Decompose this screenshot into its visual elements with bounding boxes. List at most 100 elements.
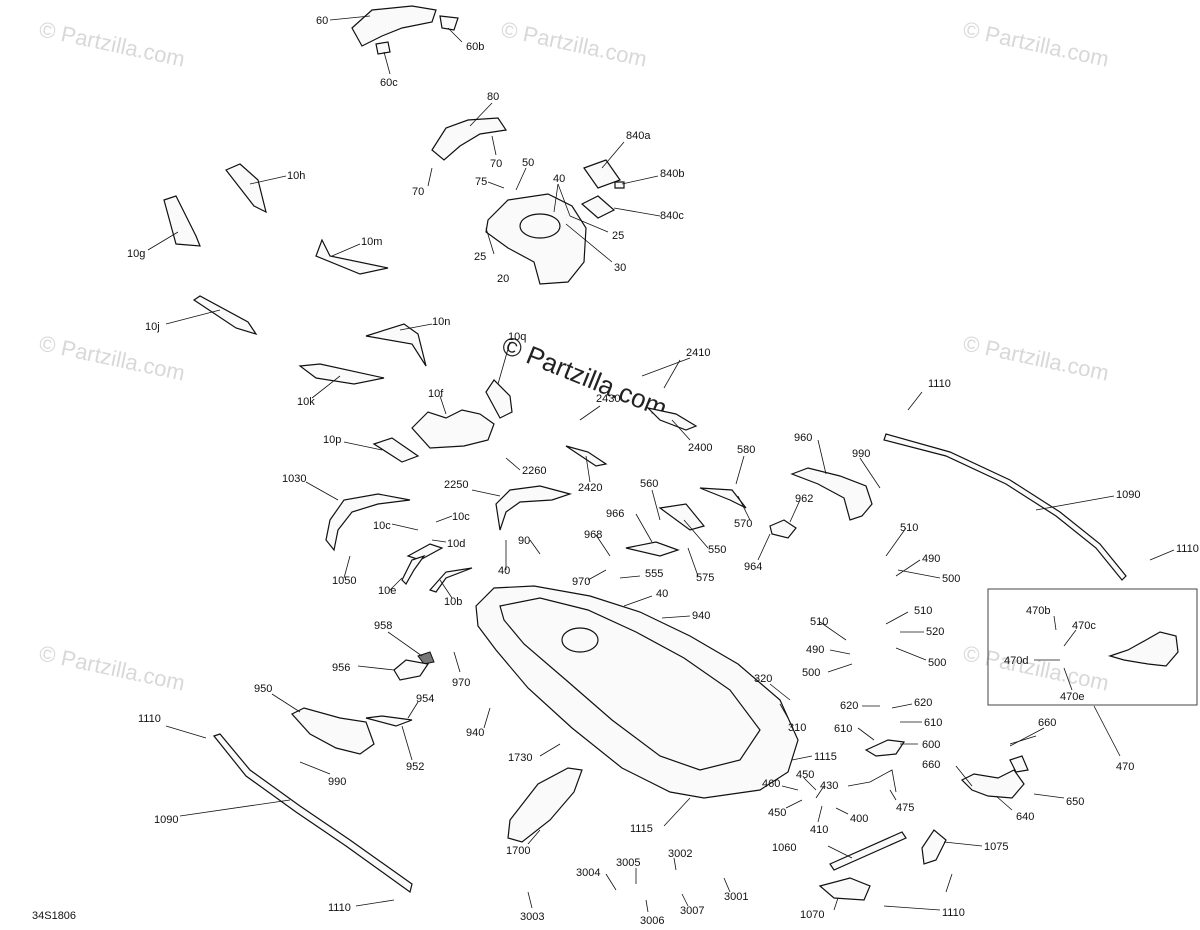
callout-3007[interactable]: 3007 bbox=[680, 905, 704, 917]
callout-610[interactable]: 610 bbox=[834, 723, 852, 735]
callout-10g[interactable]: 10g bbox=[127, 248, 145, 260]
callout-10c[interactable]: 10c bbox=[452, 511, 470, 523]
callout-962[interactable]: 962 bbox=[795, 493, 813, 505]
callout-960[interactable]: 960 bbox=[794, 432, 812, 444]
callout-3005[interactable]: 3005 bbox=[616, 857, 640, 869]
callout-80[interactable]: 80 bbox=[487, 91, 499, 103]
callout-510[interactable]: 510 bbox=[914, 605, 932, 617]
callout-956[interactable]: 956 bbox=[332, 662, 350, 674]
part-640-cap[interactable] bbox=[1009, 755, 1029, 773]
callout-840c[interactable]: 840c bbox=[660, 210, 684, 222]
callout-510[interactable]: 510 bbox=[900, 522, 918, 534]
callout-840a[interactable]: 840a bbox=[626, 130, 651, 142]
callout-620[interactable]: 620 bbox=[840, 700, 858, 712]
part-1030-side-panel[interactable] bbox=[325, 493, 411, 552]
callout-970[interactable]: 970 bbox=[452, 677, 470, 689]
callout-2260[interactable]: 2260 bbox=[522, 465, 546, 477]
callout-10h[interactable]: 10h bbox=[287, 170, 305, 182]
callout-640[interactable]: 640 bbox=[1016, 811, 1034, 823]
callout-60[interactable]: 60 bbox=[316, 15, 328, 27]
callout-1730[interactable]: 1730 bbox=[508, 752, 532, 764]
callout-310[interactable]: 310 bbox=[788, 722, 806, 734]
callout-3003[interactable]: 3003 bbox=[520, 911, 544, 923]
part-1070-corner[interactable] bbox=[818, 877, 871, 901]
callout-10n[interactable]: 10n bbox=[432, 316, 450, 328]
callout-10c[interactable]: 10c bbox=[373, 520, 391, 532]
part-966-trim[interactable] bbox=[625, 541, 680, 557]
part-560-trim[interactable] bbox=[658, 503, 706, 531]
callout-970[interactable]: 970 bbox=[572, 576, 590, 588]
callout-575[interactable]: 575 bbox=[696, 572, 714, 584]
part-80-console-frame[interactable] bbox=[431, 117, 508, 161]
callout-40[interactable]: 40 bbox=[656, 588, 668, 600]
callout-450[interactable]: 450 bbox=[768, 807, 786, 819]
callout-475[interactable]: 475 bbox=[896, 802, 914, 814]
callout-40[interactable]: 40 bbox=[498, 565, 510, 577]
callout-1070[interactable]: 1070 bbox=[800, 909, 824, 921]
part-1075-corner[interactable] bbox=[921, 829, 947, 865]
part-600-bracket[interactable] bbox=[864, 739, 906, 757]
callout-10k[interactable]: 10k bbox=[297, 396, 315, 408]
callout-1115[interactable]: 1115 bbox=[630, 823, 653, 835]
callout-470d[interactable]: 470d bbox=[1004, 655, 1028, 667]
part-10m-decal[interactable] bbox=[315, 238, 389, 275]
callout-990[interactable]: 990 bbox=[852, 448, 870, 460]
callout-954[interactable]: 954 bbox=[416, 693, 434, 705]
part-10j-decal[interactable] bbox=[192, 295, 258, 336]
callout-1115[interactable]: 1115 bbox=[814, 751, 837, 763]
callout-10d[interactable]: 10d bbox=[447, 538, 465, 550]
callout-2430[interactable]: 2430 bbox=[596, 393, 620, 405]
part-1060-strip[interactable] bbox=[829, 831, 907, 871]
part-1090-rubstrip-right[interactable] bbox=[883, 433, 1127, 581]
callout-2250[interactable]: 2250 bbox=[444, 479, 468, 491]
callout-1110[interactable]: 1110 bbox=[138, 713, 161, 725]
callout-40[interactable]: 40 bbox=[553, 173, 565, 185]
callout-500[interactable]: 500 bbox=[802, 667, 820, 679]
callout-10f[interactable]: 10f bbox=[428, 388, 444, 400]
callout-25[interactable]: 25 bbox=[612, 230, 624, 242]
callout-50[interactable]: 50 bbox=[522, 157, 534, 169]
callout-600[interactable]: 600 bbox=[922, 739, 940, 751]
callout-70[interactable]: 70 bbox=[490, 158, 502, 170]
callout-450[interactable]: 450 bbox=[796, 769, 814, 781]
callout-3006[interactable]: 3006 bbox=[640, 915, 664, 927]
callout-500[interactable]: 500 bbox=[942, 573, 960, 585]
callout-3002[interactable]: 3002 bbox=[668, 848, 692, 860]
callout-410[interactable]: 410 bbox=[810, 824, 828, 836]
part-10g-decal[interactable] bbox=[163, 195, 201, 247]
part-60b-cover[interactable] bbox=[439, 15, 459, 31]
callout-90[interactable]: 90 bbox=[518, 535, 530, 547]
callout-1110[interactable]: 1110 bbox=[942, 907, 965, 919]
callout-840b[interactable]: 840b bbox=[660, 168, 684, 180]
callout-500[interactable]: 500 bbox=[928, 657, 946, 669]
part-950-side-panel[interactable] bbox=[291, 707, 375, 755]
callout-555[interactable]: 555 bbox=[645, 568, 663, 580]
callout-75[interactable]: 75 bbox=[475, 176, 487, 188]
callout-560[interactable]: 560 bbox=[640, 478, 658, 490]
callout-490[interactable]: 490 bbox=[922, 553, 940, 565]
callout-60b[interactable]: 60b bbox=[466, 41, 484, 53]
part-10b-trim[interactable] bbox=[428, 567, 473, 593]
callout-400[interactable]: 400 bbox=[850, 813, 868, 825]
callout-2420[interactable]: 2420 bbox=[578, 482, 602, 494]
part-470-assembly[interactable] bbox=[1107, 631, 1179, 667]
callout-3004[interactable]: 3004 bbox=[576, 867, 600, 879]
callout-510[interactable]: 510 bbox=[810, 616, 828, 628]
part-20-console[interactable] bbox=[485, 193, 587, 285]
part-60c-lens[interactable] bbox=[375, 41, 391, 55]
callout-470e[interactable]: 470e bbox=[1060, 691, 1084, 703]
callout-430[interactable]: 430 bbox=[820, 780, 838, 792]
callout-470b[interactable]: 470b bbox=[1026, 605, 1050, 617]
callout-20[interactable]: 20 bbox=[497, 273, 509, 285]
part-2400-trim[interactable] bbox=[646, 406, 698, 431]
part-10f-decal[interactable] bbox=[411, 409, 495, 449]
part-840c-seal[interactable] bbox=[580, 195, 616, 219]
part-958-cap[interactable] bbox=[417, 651, 435, 665]
callout-2410[interactable]: 2410 bbox=[686, 347, 710, 359]
part-10n-decal[interactable] bbox=[365, 323, 427, 367]
part-1090-rubstrip-left[interactable] bbox=[212, 733, 413, 894]
part-10q-decal[interactable] bbox=[485, 379, 513, 419]
part-60-gauge-cluster[interactable] bbox=[351, 5, 437, 47]
callout-60c[interactable]: 60c bbox=[380, 77, 398, 89]
callout-964[interactable]: 964 bbox=[744, 561, 762, 573]
